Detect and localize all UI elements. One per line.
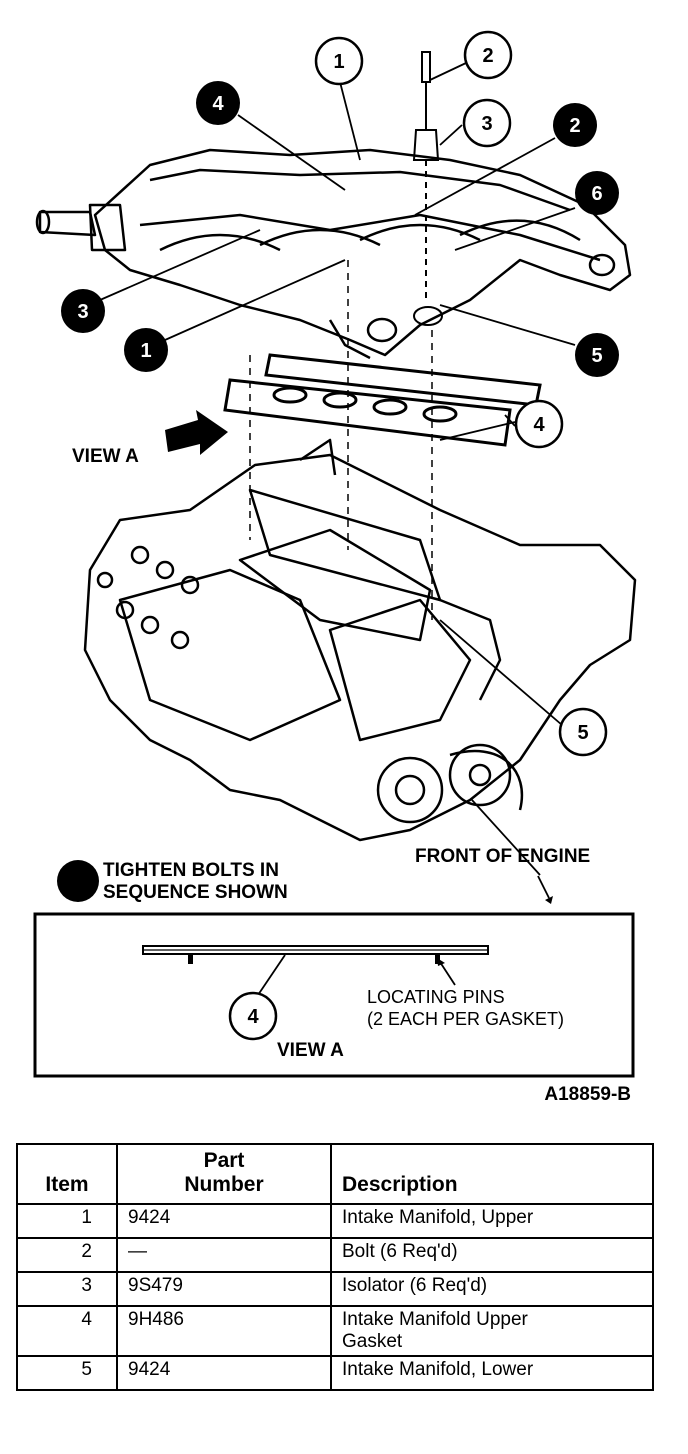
view-a-arrow — [165, 410, 228, 455]
cell-part-number: 9H486 — [116, 1305, 332, 1357]
table-row: 4 9H486 Intake Manifold Upper Gasket — [16, 1305, 654, 1357]
svg-text:TIGHTEN BOLTS IN: TIGHTEN BOLTS IN — [103, 860, 279, 881]
callout-lower-5: 5 — [558, 707, 608, 757]
upper-gaskets — [223, 353, 542, 447]
cell-description: Isolator (6 Req'd) — [330, 1271, 654, 1307]
cell-description: Intake Manifold, Upper — [330, 1203, 654, 1239]
cell-item: 4 — [16, 1305, 118, 1357]
sequence-legend: TIGHTEN BOLTS IN SEQUENCE SHOWN — [57, 860, 288, 903]
sequence-callout-2: 2 — [553, 103, 597, 147]
cell-item: 1 — [16, 1203, 118, 1239]
front-of-engine-label: FRONT OF ENGINE — [415, 846, 590, 867]
parts-table-header: Item Part Number Description — [16, 1143, 654, 1205]
cell-part-number: 9424 — [116, 1203, 332, 1239]
cell-description: Intake Manifold Upper Gasket — [330, 1305, 654, 1357]
table-row: 5 9424 Intake Manifold, Lower — [16, 1355, 654, 1391]
svg-text:5: 5 — [577, 722, 588, 744]
sequence-callout-6: 6 — [575, 171, 619, 215]
svg-text:6: 6 — [591, 183, 602, 205]
cell-item: 2 — [16, 1237, 118, 1273]
cell-item: 3 — [16, 1271, 118, 1307]
cell-part-number: — — [116, 1237, 332, 1273]
svg-text:4: 4 — [533, 414, 545, 436]
callout-upper-2: 2 — [463, 30, 513, 80]
callout-gasket-4: 4 — [514, 399, 564, 449]
figure-id: A18859-B — [544, 1084, 631, 1105]
bolt-and-isolator — [412, 51, 443, 326]
table-row: 3 9S479 Isolator (6 Req'd) — [16, 1271, 654, 1307]
cell-item: 5 — [16, 1355, 118, 1391]
svg-text:SEQUENCE SHOWN: SEQUENCE SHOWN — [103, 882, 288, 903]
upper-intake-manifold — [35, 148, 632, 360]
svg-text:4: 4 — [212, 93, 224, 115]
view-a-label: VIEW A — [72, 446, 139, 467]
sequence-callout-1: 1 — [124, 328, 168, 372]
header-part-line2: Number — [184, 1173, 264, 1196]
table-row: 2 — Bolt (6 Req'd) — [16, 1237, 654, 1273]
header-part-number: Part Number — [116, 1143, 332, 1205]
locating-pins-note: (2 EACH PER GASKET) — [367, 1009, 564, 1029]
view-a-caption: VIEW A — [277, 1040, 344, 1061]
parts-table: Item Part Number Description 1 9424 Inta… — [16, 1143, 654, 1391]
locating-pin-left — [188, 954, 193, 964]
header-part-line1: Part — [203, 1149, 245, 1172]
sequence-callout-3: 3 — [61, 289, 105, 333]
table-row: 1 9424 Intake Manifold, Upper — [16, 1203, 654, 1239]
svg-text:5: 5 — [591, 345, 602, 367]
svg-text:4: 4 — [247, 1006, 259, 1028]
leader-lines — [99, 62, 576, 876]
callout-upper-1: 1 — [314, 36, 364, 86]
svg-text:3: 3 — [77, 301, 88, 323]
cell-description-line2: Gasket — [342, 1331, 403, 1352]
view-a-detail-box: 4 LOCATING PINS (2 EACH PER GASKET) VIEW… — [33, 912, 635, 1078]
front-of-engine-arrowhead — [545, 896, 553, 904]
callout-upper-3: 3 — [462, 98, 512, 148]
cell-part-number: 9424 — [116, 1355, 332, 1391]
svg-text:2: 2 — [569, 115, 580, 137]
locating-pins-label: LOCATING PINS — [367, 987, 505, 1007]
sequence-legend-dot — [57, 860, 99, 902]
sequence-callout-5: 5 — [575, 333, 619, 377]
engine-block — [83, 438, 637, 842]
header-item: Item — [16, 1143, 118, 1205]
alignment-lines — [249, 260, 433, 620]
cell-description: Bolt (6 Req'd) — [330, 1237, 654, 1273]
sequence-callout-4: 4 — [196, 81, 240, 125]
header-description: Description — [330, 1143, 654, 1205]
svg-text:3: 3 — [481, 113, 492, 135]
cell-description: Intake Manifold, Lower — [330, 1355, 654, 1391]
callout-view-4: 4 — [228, 991, 278, 1041]
front-of-engine-arrow — [537, 875, 550, 899]
svg-text:1: 1 — [333, 51, 344, 73]
cell-description-line1: Intake Manifold Upper — [342, 1309, 528, 1330]
cell-part-number: 9S479 — [116, 1271, 332, 1307]
svg-text:2: 2 — [482, 45, 493, 67]
svg-text:1: 1 — [140, 340, 151, 362]
